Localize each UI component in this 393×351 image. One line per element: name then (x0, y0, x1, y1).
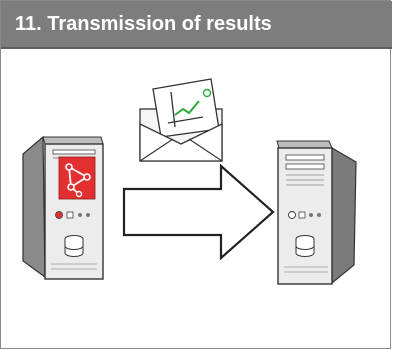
disk-icon (295, 235, 315, 257)
source-computer-icon (22, 135, 104, 280)
header-divider (1, 47, 392, 49)
transmission-illustration (22, 78, 357, 285)
graph-screen-icon (58, 156, 96, 200)
disk-icon (64, 235, 84, 257)
target-computer-icon (276, 140, 357, 285)
step-title: 11. Transmission of results (15, 13, 272, 35)
chart-letter-icon (152, 78, 220, 138)
envelope-icon (139, 78, 223, 162)
step-header: 11. Transmission of results (1, 1, 392, 47)
right-arrow-icon (122, 163, 275, 261)
